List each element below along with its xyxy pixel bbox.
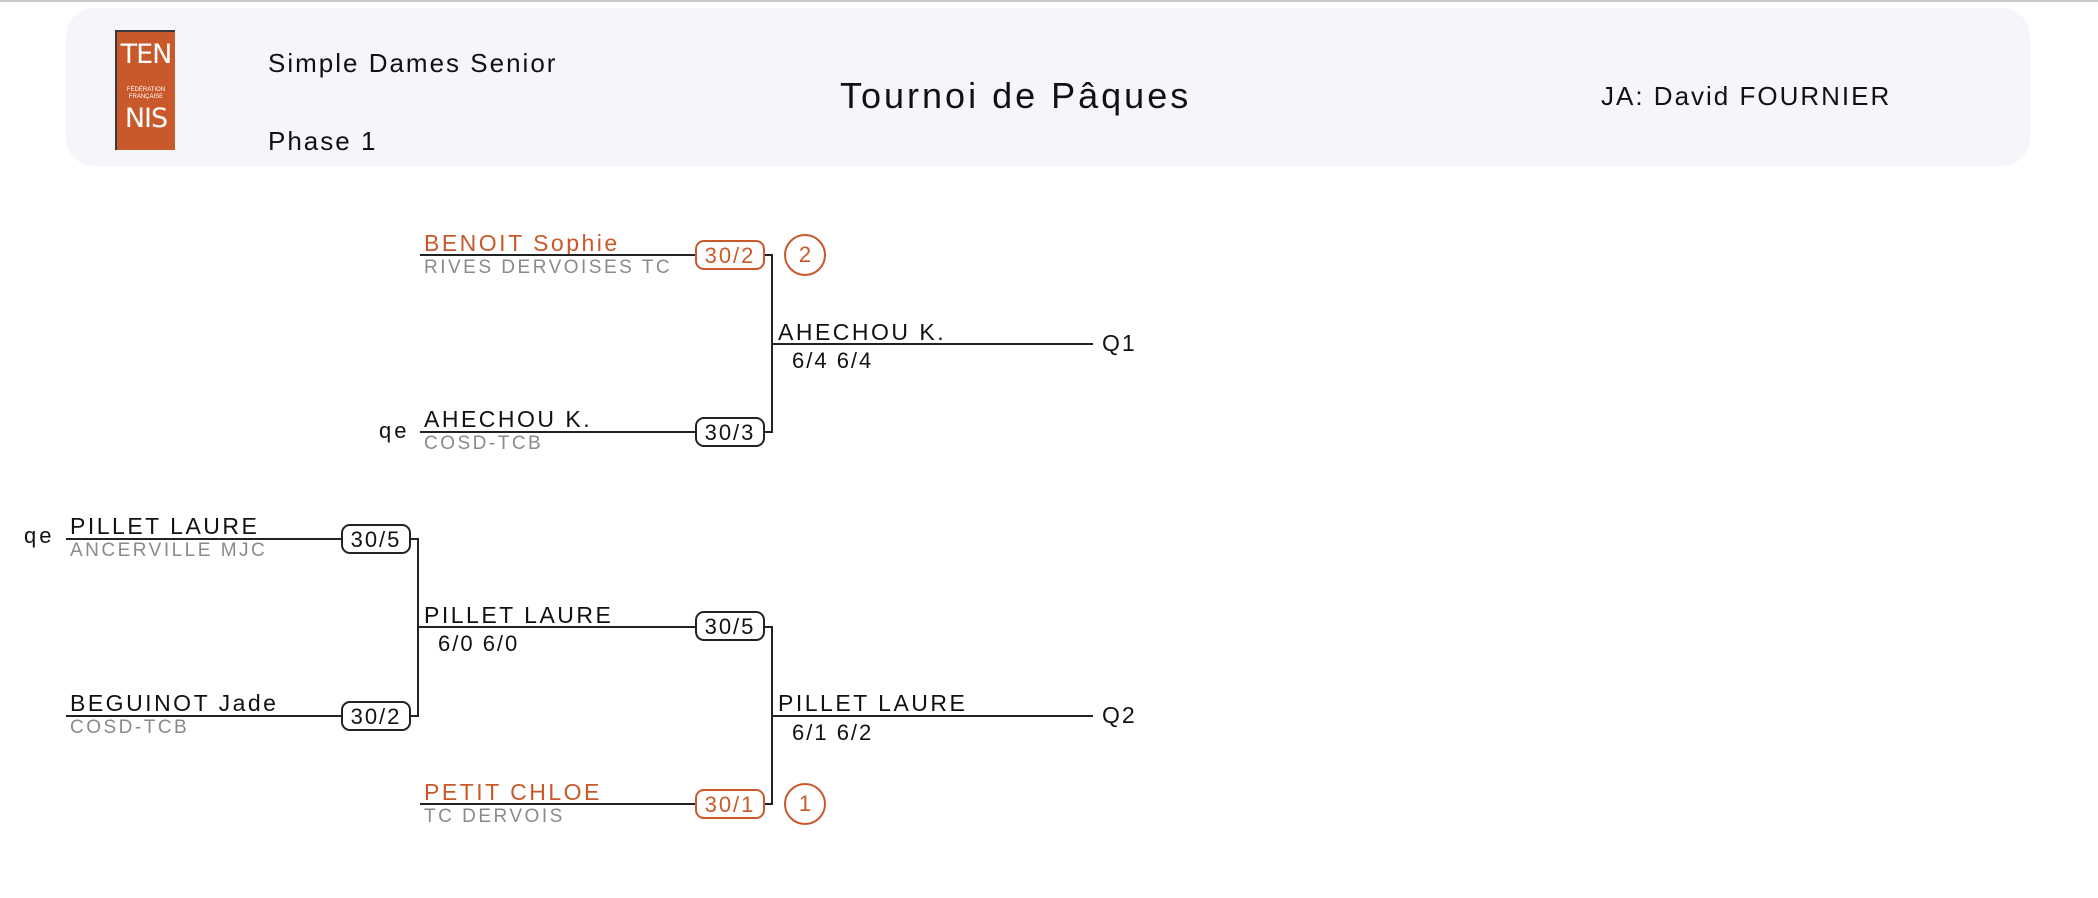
player-name: PILLET LAURE — [70, 513, 260, 539]
qualifier-label: Q1 — [1102, 330, 1137, 356]
ranking-badge: 30/1 — [695, 789, 765, 819]
category-label: Simple Dames Senior — [268, 48, 558, 78]
qualifier-label: Q2 — [1102, 702, 1137, 728]
seed-badge: 1 — [784, 783, 826, 825]
tournament-title: Tournoi de Pâques — [840, 75, 1192, 116]
ranking-badge: 30/5 — [695, 611, 765, 641]
referee-label: JA: David FOURNIER — [1601, 81, 1892, 111]
bracket-connector — [765, 254, 773, 256]
player-name: AHECHOU K. — [424, 406, 593, 432]
ranking-badge: 30/5 — [341, 524, 411, 554]
bracket-connector — [411, 715, 419, 717]
bracket-connector — [765, 803, 773, 805]
match-score: 6/4 6/4 — [792, 348, 874, 373]
ranking-badge: 30/2 — [695, 240, 765, 270]
bracket-connector — [765, 626, 773, 628]
player-line — [420, 254, 696, 256]
header-panel — [66, 8, 2030, 166]
player-name: PETIT CHLOE — [424, 779, 602, 805]
fft-tennis-logo: TEN FÉDÉRATION FRANÇAISE NIS — [115, 30, 175, 150]
winner-line — [771, 343, 1093, 345]
winner-line — [771, 715, 1093, 717]
winner-line — [417, 626, 696, 628]
match-score: 6/0 6/0 — [438, 631, 520, 656]
ranking-badge: 30/2 — [341, 701, 411, 731]
bracket-connector — [765, 431, 773, 433]
match-winner: PILLET LAURE — [778, 690, 968, 716]
player-name: BENOIT Sophie — [424, 230, 620, 256]
player-line — [66, 538, 342, 540]
player-club: COSD-TCB — [424, 433, 544, 454]
ranking-badge: 30/3 — [695, 417, 765, 447]
entry-status: qe — [379, 418, 410, 443]
entry-status: qe — [24, 523, 55, 548]
player-name: BEGUINOT Jade — [70, 690, 279, 716]
match-winner: AHECHOU K. — [778, 319, 947, 345]
player-line — [420, 803, 696, 805]
player-club: ANCERVILLE MJC — [70, 540, 268, 561]
player-club: RIVES DERVOISES TC — [424, 257, 673, 278]
player-line — [66, 715, 342, 717]
top-border — [0, 0, 2098, 2]
phase-label: Phase 1 — [268, 126, 378, 156]
seed-badge: 2 — [784, 234, 826, 276]
match-winner: PILLET LAURE — [424, 602, 614, 628]
match-score: 6/1 6/2 — [792, 720, 874, 745]
player-line — [420, 431, 696, 433]
player-club: TC DERVOIS — [424, 806, 565, 827]
player-club: COSD-TCB — [70, 717, 190, 738]
bracket-connector — [411, 538, 419, 540]
